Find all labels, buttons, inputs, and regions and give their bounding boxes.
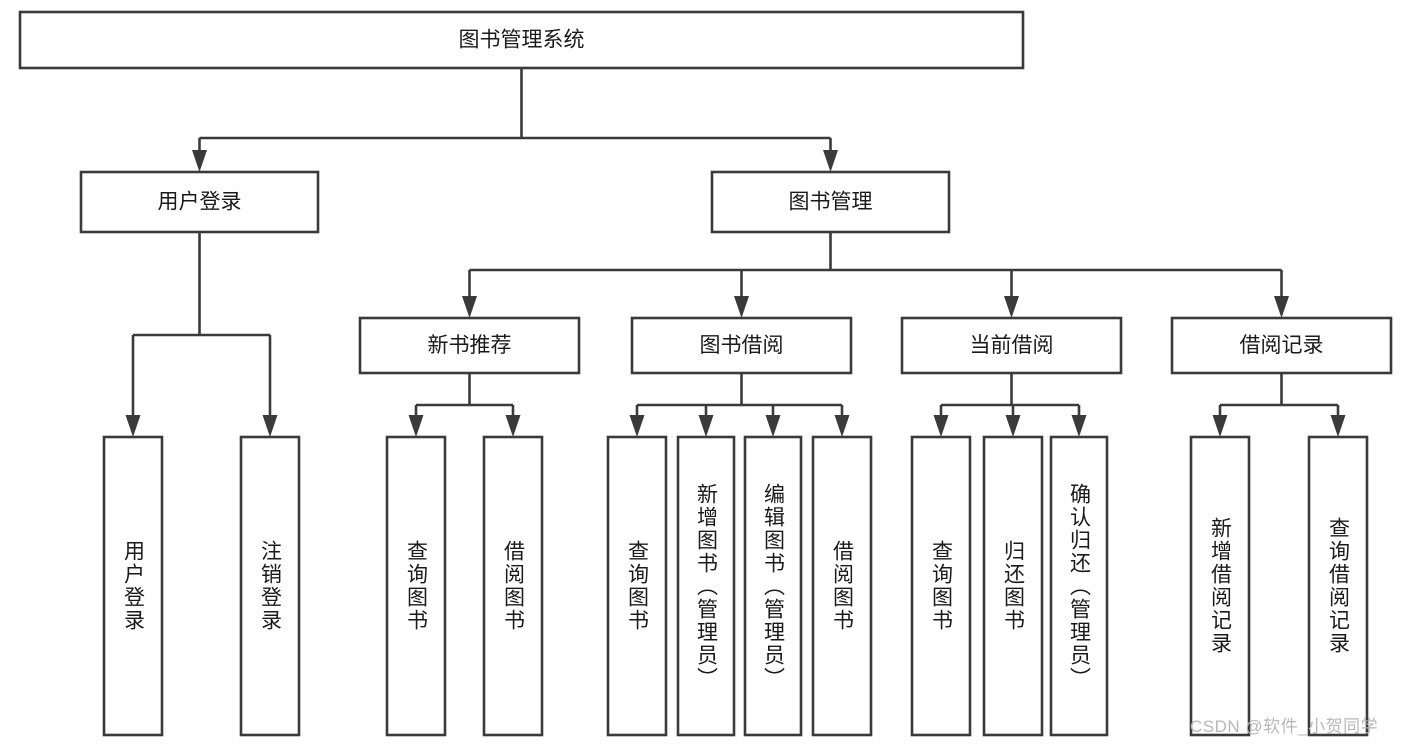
node-boxes <box>18 10 1393 737</box>
node-box-leaf-query-book-2[interactable] <box>606 435 668 737</box>
node-label-root: 图书管理系统 <box>459 29 585 52</box>
node-box-leaf-user-login[interactable] <box>102 435 164 737</box>
node-box-leaf-edit-book[interactable] <box>743 435 803 737</box>
conn-new-book-recommend-arrowhead-0 <box>408 415 424 437</box>
node-box-leaf-borrow-book-2[interactable] <box>811 435 873 737</box>
conn-book-borrow-arrowhead-0 <box>629 415 645 437</box>
conn-current-borrow-arrowhead-2 <box>1071 415 1087 437</box>
node-box-leaf-add-book[interactable] <box>676 435 736 737</box>
conn-current-borrow-arrowhead-1 <box>1005 415 1021 437</box>
node-box-root[interactable] <box>18 10 1025 70</box>
conn-borrow-record-arrowhead-1 <box>1330 415 1346 437</box>
conn-bookmanage-arrowhead-2 <box>1004 296 1019 318</box>
node-box-current-borrow[interactable] <box>900 316 1123 375</box>
conn-book-borrow-arrowhead-1 <box>698 415 714 437</box>
node-label-current-borrow: 当前借阅 <box>970 334 1054 357</box>
node-box-user-login[interactable] <box>79 170 320 234</box>
node-box-book-manage[interactable] <box>710 170 951 234</box>
conn-bookmanage-arrowhead-3 <box>1274 296 1289 318</box>
conn-root-arrowhead-0 <box>192 150 207 172</box>
conn-book-borrow-arrowhead-3 <box>834 415 850 437</box>
node-label-book-borrow: 图书借阅 <box>700 334 784 357</box>
conn-bookmanage-arrowhead-0 <box>462 296 477 318</box>
conn-borrow-record-arrowhead-0 <box>1212 415 1228 437</box>
node-box-leaf-borrow-book-1[interactable] <box>482 435 544 737</box>
conn-bookmanage-arrowhead-1 <box>734 296 749 318</box>
node-box-leaf-add-record[interactable] <box>1189 435 1251 737</box>
conn-userlogin-arrowhead-1 <box>262 415 278 437</box>
conn-root-arrowhead-1 <box>823 150 838 172</box>
node-label-borrow-record: 借阅记录 <box>1240 334 1324 357</box>
node-label-book-manage: 图书管理 <box>789 191 873 214</box>
node-box-leaf-confirm-return[interactable] <box>1049 435 1109 737</box>
node-label-new-book-recommend: 新书推荐 <box>428 334 512 357</box>
node-box-book-borrow[interactable] <box>630 316 853 375</box>
node-label-user-login: 用户登录 <box>158 191 242 214</box>
conn-book-borrow-arrowhead-2 <box>765 415 781 437</box>
csdn-watermark: CSDN @软件_小贺同学 <box>1190 717 1379 736</box>
node-box-leaf-query-book-1[interactable] <box>385 435 447 737</box>
node-box-new-book-recommend[interactable] <box>358 316 581 375</box>
node-box-leaf-query-record[interactable] <box>1307 435 1369 737</box>
conn-current-borrow-arrowhead-0 <box>933 415 949 437</box>
node-box-leaf-logout[interactable] <box>239 435 301 737</box>
connector-lines <box>125 68 1346 437</box>
conn-userlogin-arrowhead-0 <box>125 415 141 437</box>
node-box-leaf-query-book-3[interactable] <box>910 435 972 737</box>
node-box-leaf-return-book[interactable] <box>982 435 1044 737</box>
conn-new-book-recommend-arrowhead-1 <box>505 415 521 437</box>
node-box-borrow-record[interactable] <box>1170 316 1393 375</box>
